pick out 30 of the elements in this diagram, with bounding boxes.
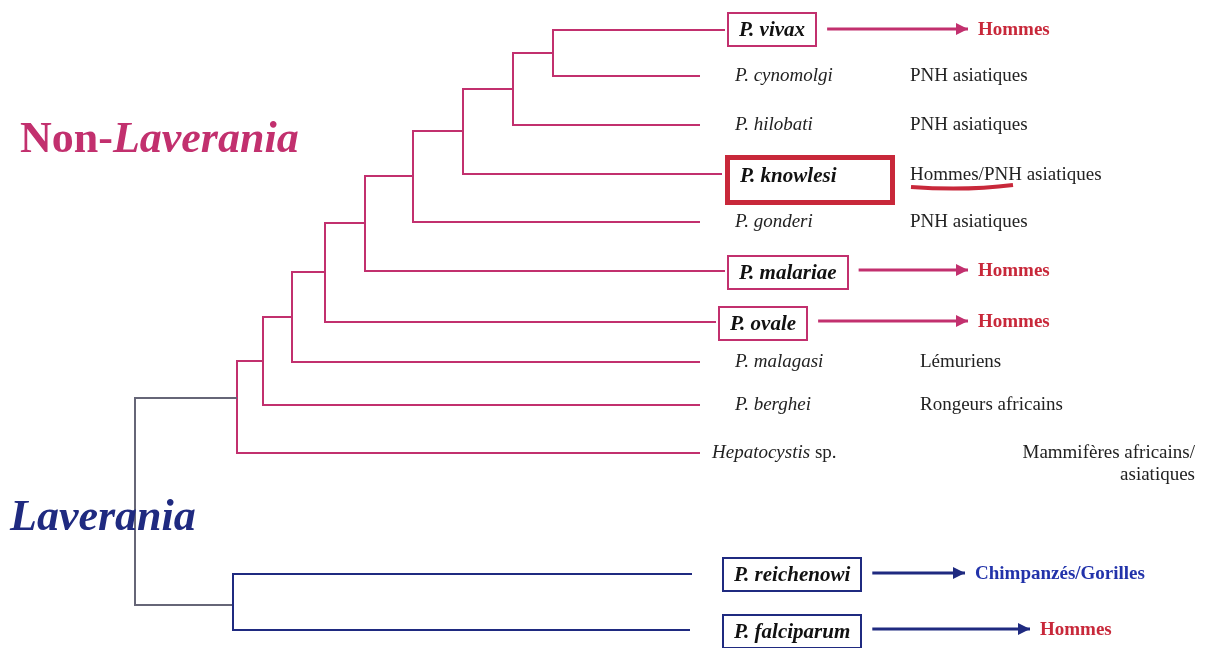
host-label: Hommes [978, 310, 1050, 332]
host-label: Lémuriens [920, 350, 1002, 372]
species-label: P. cynomolgi [735, 64, 833, 86]
host-label: Hommes [978, 18, 1050, 40]
arrow [872, 623, 1030, 635]
host-label: Hommes [1040, 618, 1112, 640]
species-box: P. falciparum [722, 614, 863, 648]
species-box: P. malariae [727, 255, 849, 290]
clade-title: Non-Laverania [20, 112, 299, 163]
species-box: P. knowlesi [725, 155, 895, 205]
species-label: P. gonderi [735, 210, 813, 232]
species-label: P. berghei [735, 393, 811, 415]
arrow [827, 23, 968, 35]
host-label: Chimpanzés/Gorilles [975, 562, 1145, 584]
host-label: PNH asiatiques [910, 113, 1028, 135]
host-label: Hommes/PNH asiatiques [910, 163, 1102, 185]
host-label: Rongeurs africains [920, 393, 1063, 415]
arrow [858, 264, 968, 276]
host-label: PNH asiatiques [910, 210, 1028, 232]
host-label: Hommes [978, 259, 1050, 281]
arrow [872, 567, 965, 579]
species-box: P. ovale [718, 306, 809, 341]
species-label: P. malagasi [735, 350, 824, 372]
host-label: PNH asiatiques [910, 64, 1028, 86]
species-label: P. hilobati [735, 113, 813, 135]
species-box: P. vivax [727, 12, 818, 47]
arrow [818, 315, 968, 327]
host-label: Hepatocystis sp. [712, 441, 837, 463]
species-box: P. reichenowi [722, 557, 863, 592]
host-label: Mammifères africains/ asiatiques [1021, 441, 1195, 485]
